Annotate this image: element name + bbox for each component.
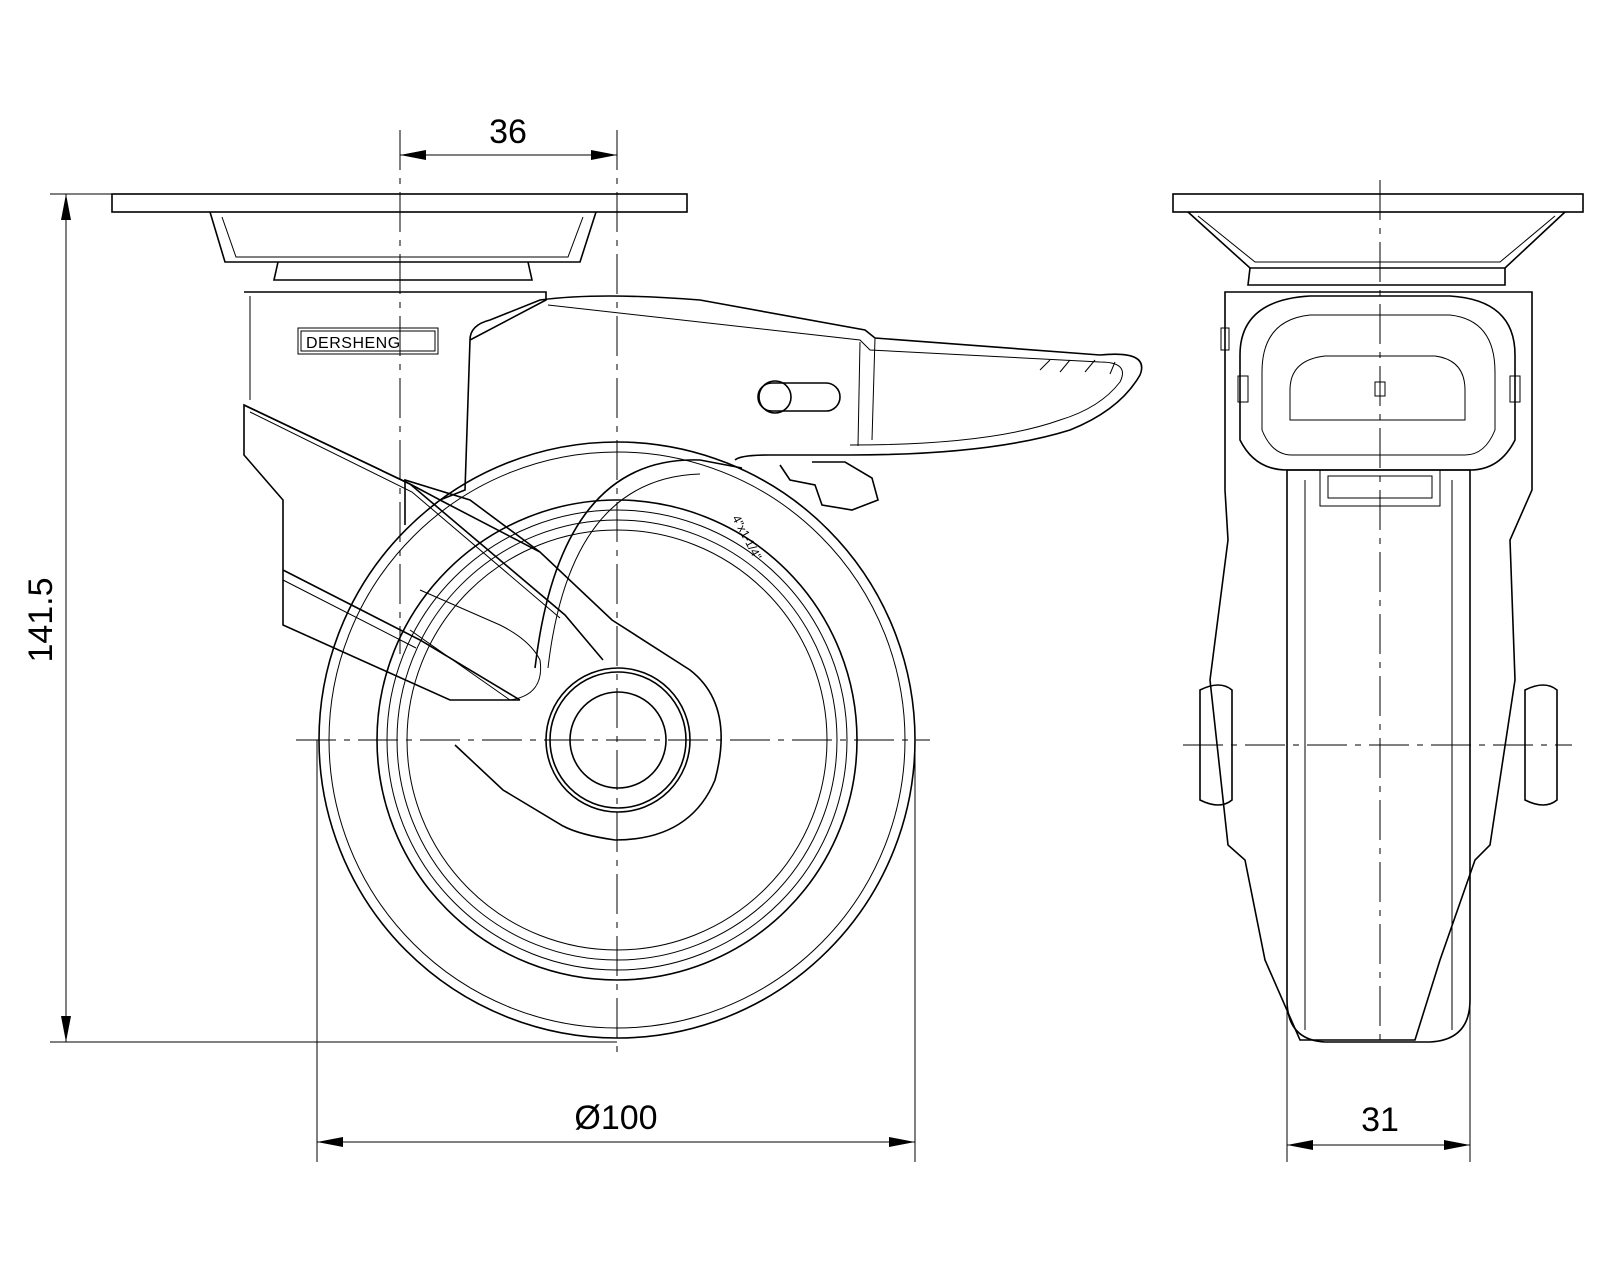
swivel-housing: [209, 211, 597, 263]
dimension-width-label: 31: [1361, 1101, 1399, 1139]
dimension-width: 31: [1286, 1000, 1471, 1162]
dimension-diameter-label: Ø100: [574, 1099, 657, 1137]
fork-body: [243, 291, 547, 701]
fork-leg: [243, 404, 604, 661]
tire-marking: 4"x1-1/4": [729, 513, 764, 562]
pivot-pin: [758, 380, 792, 414]
front-top-plate: [1172, 193, 1584, 213]
side-view: DERSHENG 4"x1-1/4": [111, 130, 1143, 1060]
brand-plate: [297, 327, 439, 355]
axle-boss: [534, 459, 743, 669]
brand-label: DERSHENG: [306, 335, 401, 352]
front-fork: [1209, 291, 1533, 1041]
dimension-diameter: Ø100: [316, 740, 916, 1162]
dimension-height-label: 141.5: [22, 577, 60, 662]
dimension-height: 141.5: [22, 193, 617, 1043]
brake-pedal: [469, 295, 1143, 461]
axle-nut-right: [1524, 684, 1558, 806]
pivot-slot: [757, 382, 841, 412]
swivel-ring: [273, 261, 533, 281]
front-view: [1172, 180, 1584, 1045]
front-wheel: [1286, 469, 1471, 1043]
brake-shoe: [779, 461, 879, 511]
axle-nut-left: [1199, 684, 1233, 806]
dimension-offset: 36: [400, 113, 617, 160]
dimension-offset-label: 36: [489, 113, 527, 151]
front-brake-pedal: [1239, 295, 1516, 471]
